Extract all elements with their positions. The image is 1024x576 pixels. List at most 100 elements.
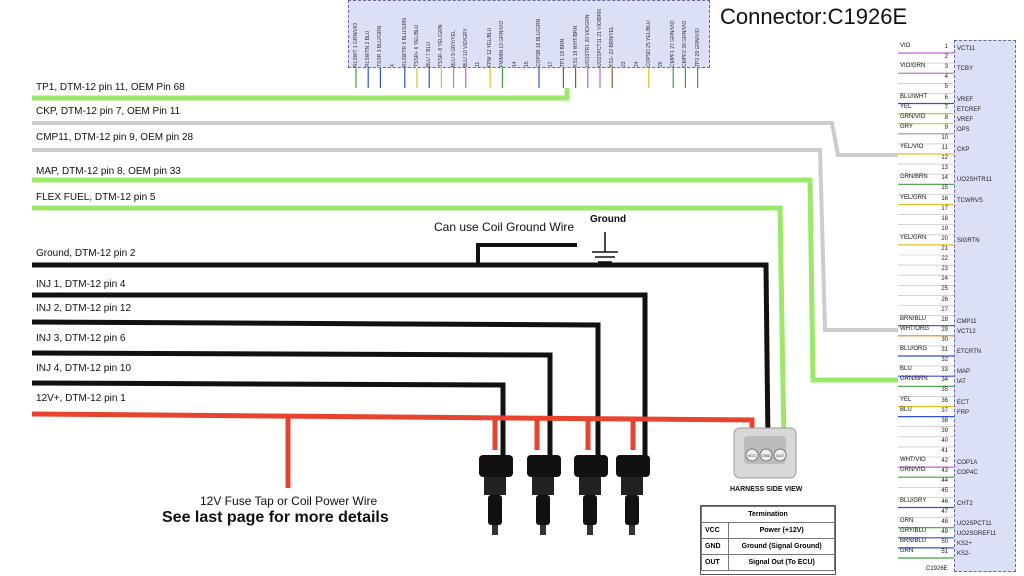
right-pin-function: VCT11 [957, 46, 976, 52]
top-pin-label: 11 [475, 61, 481, 67]
wire-label: INJ 4, DTM-12 pin 10 [36, 363, 132, 374]
right-pin-number: 21 [941, 246, 948, 252]
top-pin-label: FWMIN 13 GRN/VIO [499, 20, 506, 67]
inj1-wire [32, 292, 648, 455]
right-pin-number: 49 [941, 528, 948, 535]
right-pin-color: BLU [900, 406, 912, 413]
top-pin-label: CMPF2 28 GRN/VIO [682, 20, 689, 67]
right-pin-number: 39 [941, 427, 948, 434]
right-pin-number: 18 [941, 215, 948, 222]
right-pin-number: 40 [941, 437, 948, 444]
right-pin-color: BLU/GRY [900, 497, 927, 504]
right-pin-color: VIO/GRN [900, 63, 926, 70]
right-pin-number: 9 [944, 124, 948, 131]
sensor-pin [773, 448, 787, 462]
right-pin-number: 16 [941, 195, 948, 202]
right-pin-function: CMP11 [957, 318, 977, 325]
inj3-wire [31, 350, 553, 455]
right-pin-function: ETCREF [957, 106, 981, 113]
right-pin-color: BLU/WHT [900, 93, 927, 100]
inj4-wire [31, 380, 506, 455]
top-pin-label: TP2 29 GRN/VIO [694, 28, 701, 67]
top-pin-label: KS1- 22 BRN/YEL [609, 26, 616, 67]
term-desc: Power (+12V) [728, 522, 835, 539]
right-pin-number: 27 [941, 306, 948, 313]
right-pin-number: 8 [944, 114, 948, 121]
top-pin-label: BLU 9 GRY/YEL [450, 30, 457, 67]
right-pin-number: 1 [944, 44, 948, 50]
right-pin-number: 38 [941, 417, 948, 424]
right-pin-function: KS2+ [957, 540, 972, 547]
table-row: VCC Power (+12V) [700, 522, 835, 539]
ground-label: Ground [590, 214, 627, 225]
table-row: GND Ground (Signal Ground) [700, 538, 835, 555]
right-connector [954, 40, 1016, 572]
top-pin-label: RLSWTR 5 BLU/GRN [401, 18, 408, 67]
term-pin: VCC [700, 522, 730, 539]
right-pin-function: UO2SGREF11 [957, 530, 997, 537]
right-pin-number: 11 [941, 145, 948, 151]
top-pin-label: UO2STR1 20 VIO/GRN [584, 14, 591, 67]
term-pin: GND [700, 538, 730, 555]
top-pin-label: TP1 18 BRN [560, 38, 567, 67]
wire-label: INJ 3, DTM-12 pin 6 [36, 333, 126, 344]
right-pin-number: 31 [941, 347, 948, 353]
wire-label: Ground, DTM-12 pin 2 [36, 248, 136, 259]
top-pin-label: RLSWTN 2 BLU [365, 30, 372, 67]
sensor-caption: HARNESS SIDE VIEW [730, 486, 803, 493]
right-pin-number: 37 [941, 407, 948, 414]
right-connector-label: C1926E [926, 566, 948, 572]
right-pin-number: 42 [941, 458, 948, 465]
right-pin-color: BRN/BLU [900, 315, 927, 322]
top-pin-label: COPSB 16 BLU/GRN [536, 18, 542, 67]
top-pin-label: COPSD 25 YEL/BLU [645, 20, 652, 67]
right-pin-function: FRP [957, 409, 969, 416]
sensor-pin [745, 448, 759, 462]
top-pin-label: 14 [511, 61, 518, 67]
right-pin-number: 12 [941, 155, 948, 162]
right-pin-function: TCWRVS [957, 197, 983, 204]
right-pin-color: WHT/VIO [900, 457, 926, 464]
right-pin-function: CKP [957, 147, 970, 153]
top-pin-label: BLU 7 BLU [426, 41, 433, 67]
right-pin-function: UO2SPCT11 [957, 520, 992, 527]
map-wire [32, 177, 898, 383]
right-pin-function: ECT [957, 399, 969, 406]
right-pin-function: SIGRTN [957, 237, 980, 244]
right-pin-number: 5 [944, 84, 948, 91]
top-pin-label: KS1 19 WHT/BRN [572, 25, 579, 67]
top-pin-label: 15 [523, 61, 530, 67]
ckp-wire [32, 121, 898, 157]
sensor-pin-label: GND [762, 453, 771, 458]
right-pin-color: YEL/GRN [900, 194, 927, 201]
right-pin-function: KS2- [957, 551, 971, 557]
right-pin-number: 44 [941, 478, 948, 485]
top-pin-label: BLU 10 VIO/GRY [462, 28, 469, 67]
wire-label: INJ 2, DTM-12 pin 12 [36, 303, 132, 314]
right-pin-number: 25 [941, 286, 948, 293]
right-pin-color: YEL/GRN [900, 234, 927, 241]
right-pin-number: 50 [941, 538, 948, 545]
sensor-pin-label: VCC [748, 453, 757, 458]
right-pin-color: BRN/BLU [900, 537, 927, 544]
right-pin-color: GRY [900, 123, 913, 130]
coil-ground-note: Can use Coil Ground Wire [434, 220, 575, 234]
right-pin-number: 43 [941, 468, 948, 475]
right-pin-number: 20 [941, 235, 948, 242]
right-pin-color: GRN/VIO [900, 113, 926, 120]
top-pin-label: UO2SPCT11 21 VIO/BRN [597, 9, 603, 67]
right-pin-number: 17 [941, 205, 948, 212]
inj2-wire [31, 319, 601, 455]
top-pin-label: TSSR+ 6 YEL/BLU [414, 24, 420, 67]
right-pin-color: GRN [900, 548, 914, 554]
right-pin-number: 19 [941, 225, 948, 232]
right-pin-number: 46 [941, 498, 948, 505]
right-pin-number: 2 [944, 54, 948, 61]
right-pin-color: WHT/ORG [900, 325, 929, 332]
fuel-injector-icon [574, 455, 608, 535]
top-pin-label: RLSWT 1 GRN/VIO [353, 22, 359, 67]
wire-label: 12V+, DTM-12 pin 1 [36, 393, 126, 404]
